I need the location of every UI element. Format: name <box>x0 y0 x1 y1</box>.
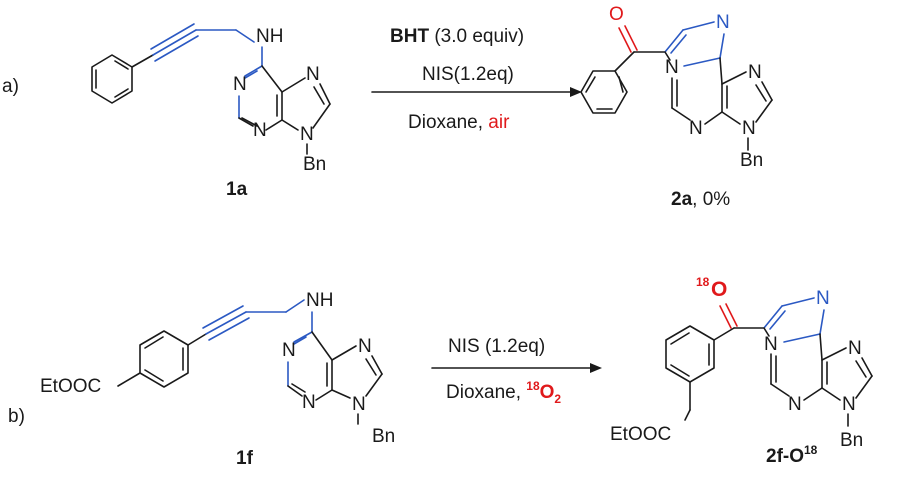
n9-2a: N <box>742 118 756 139</box>
n1-label-1f: N <box>282 340 296 361</box>
solvent-a: Dioxane, air <box>408 112 510 133</box>
n7-label-1f: N <box>358 336 372 357</box>
ester-2f: EtOOC <box>610 424 671 445</box>
n7-2f: N <box>848 338 862 359</box>
bn-label-2f: Bn <box>840 430 863 451</box>
compound-2f: 18 O EtOOC N N <box>610 275 873 451</box>
reagent-a-2: NIS(1.2eq) <box>422 64 514 85</box>
compound-1a-label: 1a <box>226 179 248 200</box>
n-bridge-2a: N <box>665 57 679 78</box>
bn-label-1f: Bn <box>372 426 395 447</box>
row-b-tag: b) <box>8 406 25 427</box>
compound-2f-sup: 18 <box>804 443 818 457</box>
compound-2a-yield: , 0% <box>692 189 730 210</box>
row-a: a) NH N N <box>2 4 773 210</box>
benzene-ring-2f <box>665 325 715 383</box>
bn-label-1a: Bn <box>303 154 326 175</box>
compound-1f: EtOOC NH N N <box>40 290 395 447</box>
n7-2a: N <box>748 62 762 83</box>
bht-text: BHT <box>390 26 429 47</box>
compound-2f-name: 2f-O <box>766 446 804 467</box>
reagent-b-1: NIS (1.2eq) <box>448 336 545 357</box>
n-bridge-2f: N <box>764 334 778 355</box>
nh-label-1f: NH <box>306 290 333 311</box>
solvent-a-text: Dioxane, <box>408 112 488 133</box>
compound-2a-label: 2a, 0% <box>671 189 730 210</box>
reagent-a-1: BHT (3.0 equiv) <box>390 26 524 47</box>
row-b: b) EtOOC NH N N <box>8 275 873 469</box>
o18-sub: 2 <box>554 392 561 406</box>
compound-2a-name: 2a <box>671 189 693 210</box>
n9-label: N <box>300 124 314 145</box>
n-pyr-2f: N <box>788 394 802 415</box>
nh-label: NH <box>256 26 283 47</box>
phenyl-ring-2a <box>580 70 628 114</box>
o18-mass: 18 <box>526 379 540 393</box>
n3-label: N <box>253 120 267 141</box>
compound-2a: O N N N <box>580 4 773 171</box>
n-pyr-2a: N <box>689 118 703 139</box>
ester-1f: EtOOC <box>40 376 101 397</box>
n9-label-1f: N <box>352 394 366 415</box>
arrow-b <box>431 363 602 373</box>
arrow-a <box>371 87 582 97</box>
n-imid-2f: N <box>816 288 830 309</box>
n-imid-2a: N <box>716 12 730 33</box>
compound-1f-label: 1f <box>236 448 254 469</box>
o18-elem: O <box>540 382 555 403</box>
bn-label-2a: Bn <box>740 150 763 171</box>
o18-mass-product: 18 <box>696 275 710 289</box>
n1-label: N <box>233 74 247 95</box>
atmosphere-air: air <box>488 112 510 133</box>
n3-label-1f: N <box>302 392 316 413</box>
compound-1a: NH N N N N Bn <box>91 23 331 175</box>
phenyl-ring <box>91 54 133 104</box>
o-label-2f: O <box>711 278 727 301</box>
benzene-ring-1f <box>139 330 189 388</box>
compound-2f-label: 2f-O18 <box>766 443 818 467</box>
solvent-b: Dioxane, 18O2 <box>446 379 561 406</box>
o-label-2a: O <box>609 4 624 25</box>
n9-2f: N <box>842 394 856 415</box>
n7-label: N <box>306 64 320 85</box>
bht-equiv-text: (3.0 equiv) <box>429 26 524 47</box>
row-a-tag: a) <box>2 76 19 97</box>
solvent-b-text: Dioxane, <box>446 382 526 403</box>
